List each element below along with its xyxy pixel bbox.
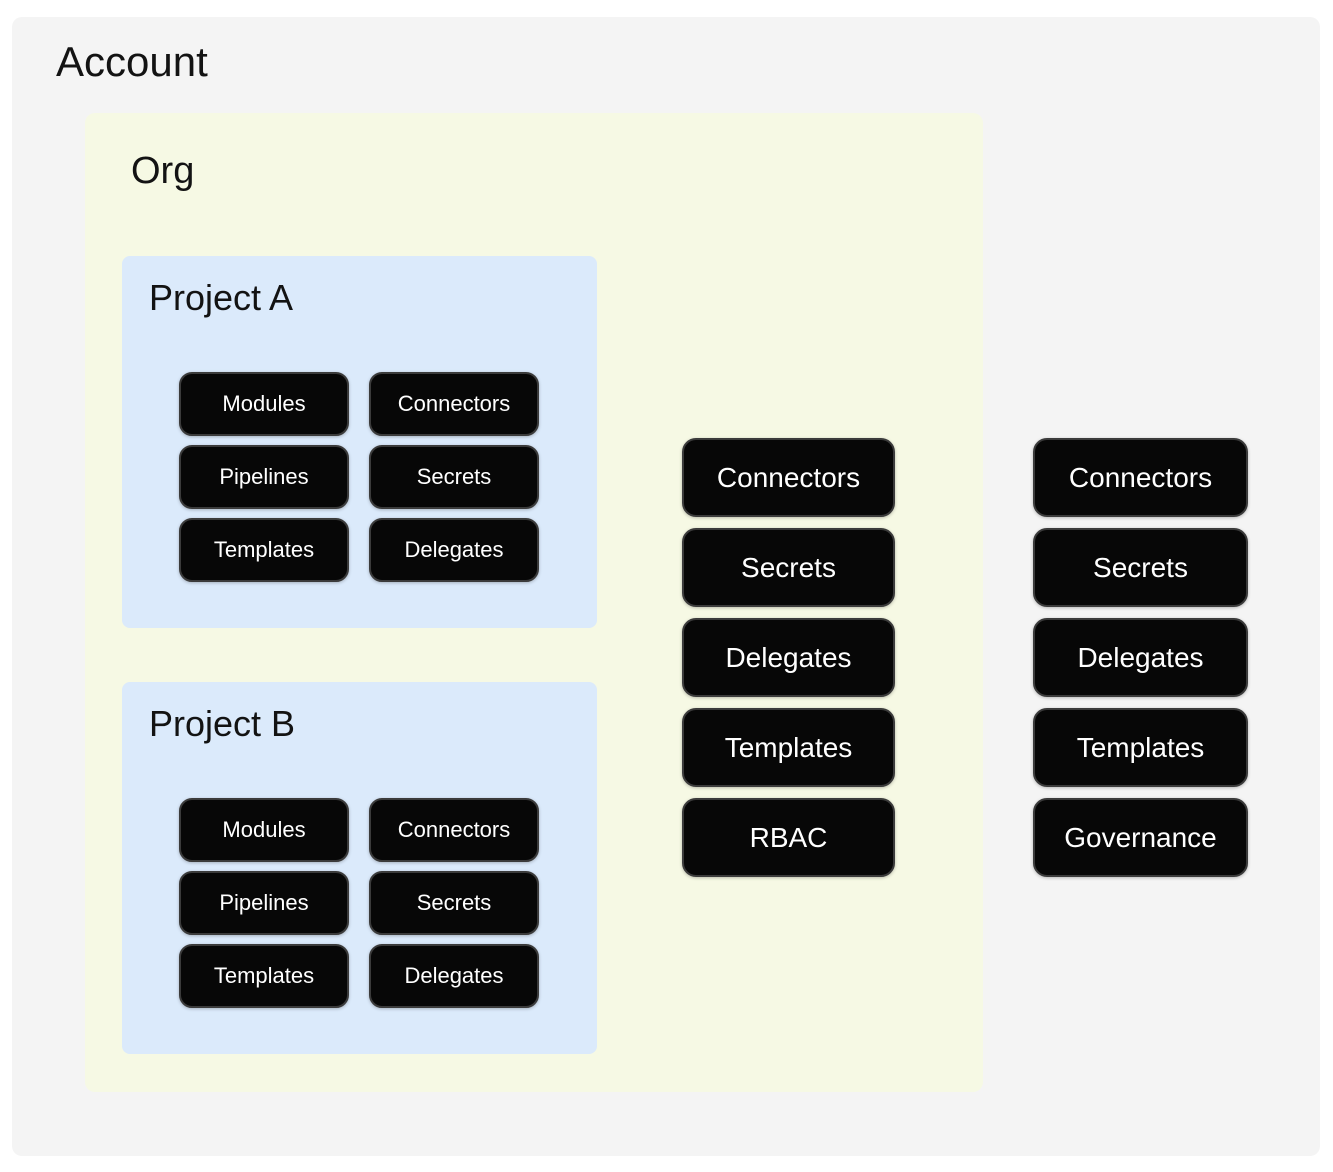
project-a-pill-connectors: Connectors [369, 372, 539, 436]
project-b-title: Project B [149, 703, 296, 744]
org-pill-templates: Templates [682, 708, 895, 787]
account-pill-templates: Templates [1033, 708, 1248, 787]
project-b-pill-delegates: Delegates [369, 944, 539, 1008]
project-a-pill-pipelines: Pipelines [179, 445, 349, 509]
org-pill-connectors: Connectors [682, 438, 895, 517]
account-pill-secrets: Secrets [1033, 528, 1248, 607]
project-a-pill-delegates: Delegates [369, 518, 539, 582]
org-pill-secrets: Secrets [682, 528, 895, 607]
org-pill-rbac: RBAC [682, 798, 895, 877]
account-pill-governance: Governance [1033, 798, 1248, 877]
project-a-pill-modules: Modules [179, 372, 349, 436]
project-b-pill-secrets: Secrets [369, 871, 539, 935]
project-a-pill-templates: Templates [179, 518, 349, 582]
account-pill-delegates: Delegates [1033, 618, 1248, 697]
project-b-pill-pipelines: Pipelines [179, 871, 349, 935]
org-pill-delegates: Delegates [682, 618, 895, 697]
project-b-pill-templates: Templates [179, 944, 349, 1008]
account-pill-connectors: Connectors [1033, 438, 1248, 517]
project-b-pill-modules: Modules [179, 798, 349, 862]
account-title: Account [56, 38, 208, 85]
project-a-title: Project A [149, 277, 294, 318]
project-a-pill-secrets: Secrets [369, 445, 539, 509]
org-title: Org [131, 150, 195, 192]
project-b-pill-connectors: Connectors [369, 798, 539, 862]
